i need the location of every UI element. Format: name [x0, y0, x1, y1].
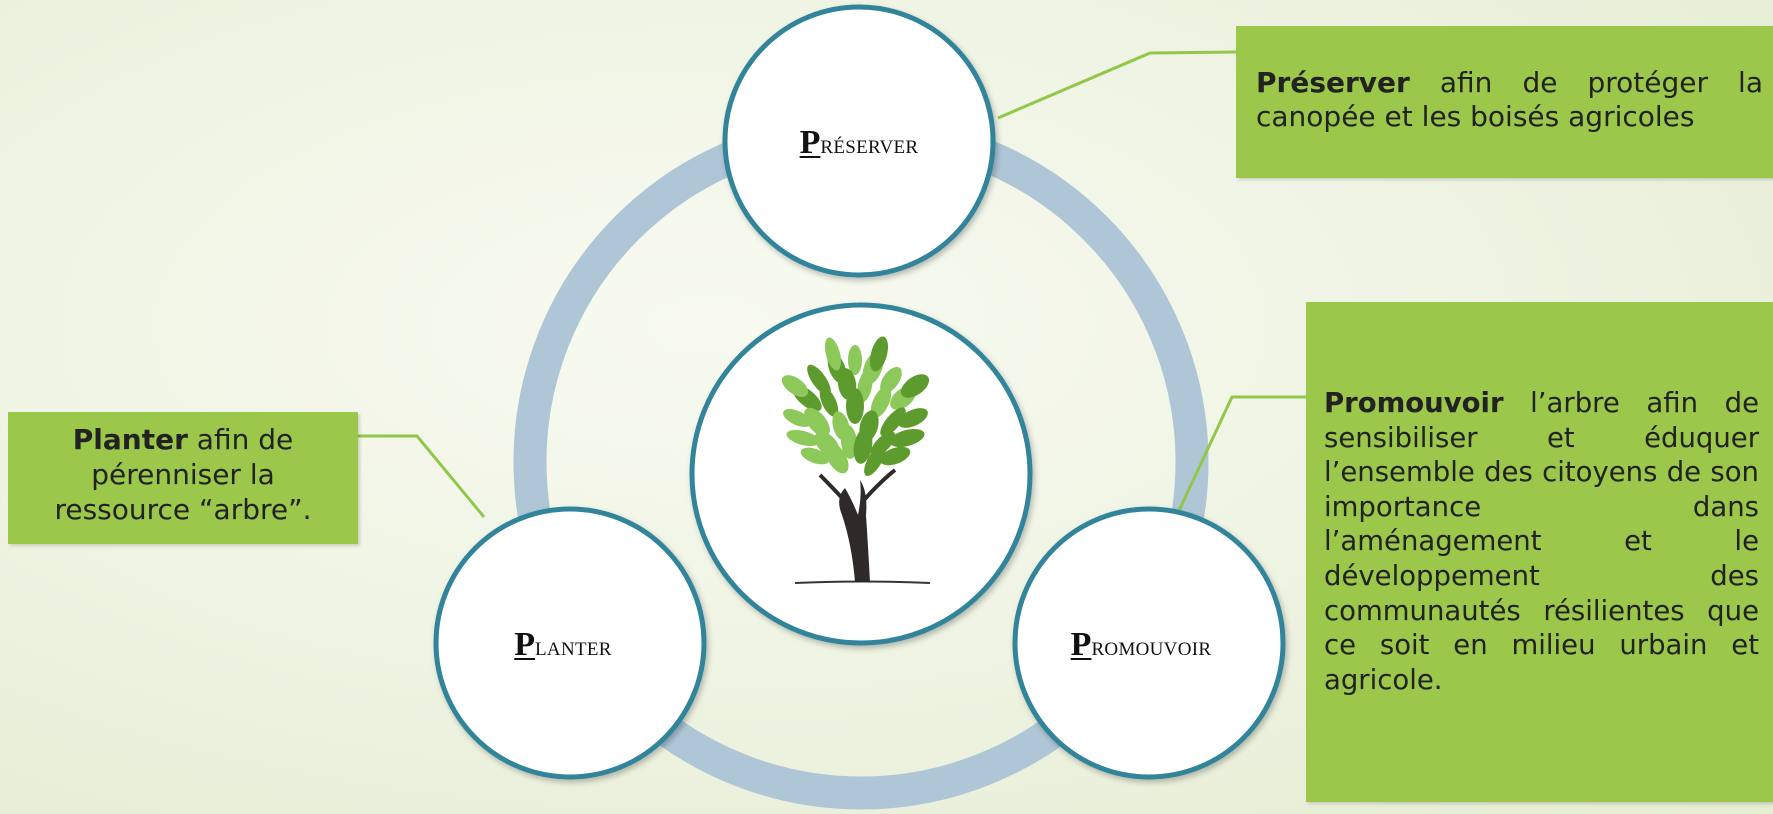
planter-textbox-body: afin de pérenniser la ressource “arbre”.	[54, 423, 312, 526]
promouvoir-circle[interactable]	[1012, 506, 1286, 780]
tree-leaf	[846, 388, 864, 424]
preserver-label-initial: P	[799, 124, 821, 161]
planter-textbox: Planter afin de pérenniser la ressource …	[8, 412, 358, 544]
tree-leaf	[825, 442, 849, 474]
promouvoir-textbox: Promouvoir l’arbre afin de sensibiliser …	[1306, 302, 1773, 802]
promouvoir-label-rest: ROMOUVOIR	[1091, 639, 1212, 660]
tree-branch-right	[862, 468, 897, 502]
preserver-label-rest: RÉSERVER	[820, 137, 919, 158]
preserver-textbox: Préserver afin de protéger la canopée et…	[1236, 26, 1773, 178]
tree-leaf	[848, 345, 862, 375]
promouvoir-textbox-body: l’arbre afin de sensibiliser et éduquer …	[1324, 387, 1759, 696]
planter-circle[interactable]	[433, 506, 707, 780]
tree-leaf	[819, 387, 839, 417]
promouvoir-textbox-title: Promouvoir	[1324, 387, 1504, 419]
tree-leaf	[783, 409, 811, 427]
preserver-textbox-title: Préserver	[1256, 66, 1410, 99]
planter-label-rest: LANTER	[535, 639, 612, 660]
tree-leaf	[864, 444, 886, 476]
planter-textbox-title: Planter	[72, 423, 188, 456]
promouvoir-label-initial: P	[1070, 626, 1092, 663]
center-circle	[689, 302, 1033, 646]
tree-leaf	[880, 407, 906, 437]
tree-leaf	[853, 428, 873, 464]
tree-icon	[781, 336, 931, 584]
preserver-circle[interactable]	[722, 4, 996, 278]
tree-branch-left	[818, 473, 846, 502]
planter-label-initial: P	[514, 626, 536, 663]
tree-leaf	[804, 407, 830, 437]
connector-promouvoir	[1168, 395, 1306, 531]
connector-preserver	[997, 50, 1237, 120]
connector-planter	[358, 434, 486, 518]
tree-leaf	[781, 375, 809, 397]
tree-leaf	[869, 336, 889, 372]
preserver-textbox-body: afin de protéger la canopée et les boisé…	[1256, 66, 1763, 133]
tree-leaf	[889, 428, 925, 448]
tree-leaf	[824, 337, 842, 371]
tree-trunk	[839, 480, 870, 582]
tree-leaf	[800, 447, 830, 465]
tree-leaf	[786, 429, 820, 447]
tree-leaf	[900, 374, 930, 398]
tree-leaf	[879, 446, 911, 466]
tree-leaf	[840, 425, 858, 459]
tree-leaf	[870, 386, 892, 418]
